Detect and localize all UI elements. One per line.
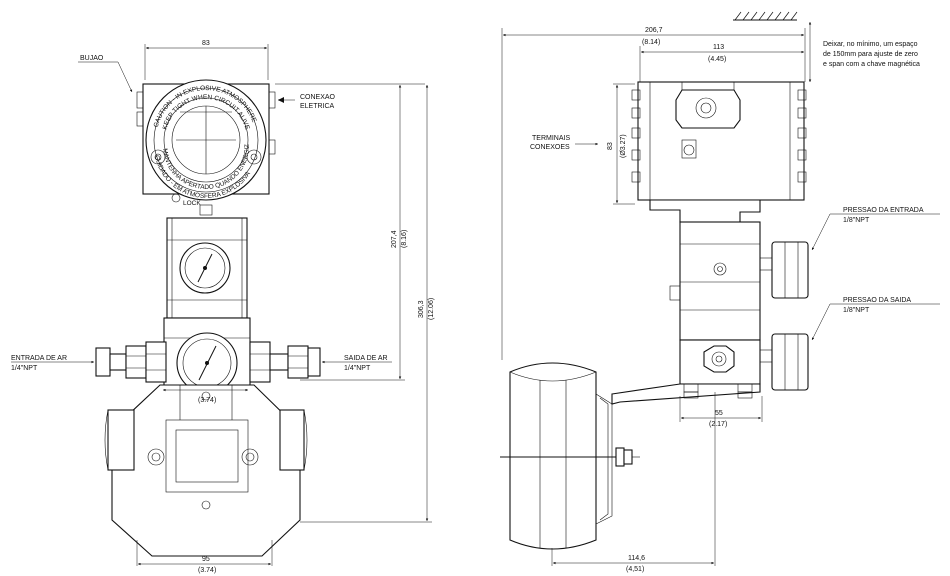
dim-top-83: 83 [144, 40, 269, 80]
dim-2067-in: (8.14) [642, 39, 660, 46]
note-line-1: Deixar, no mínimo, um espaço [823, 41, 918, 48]
pressao-saida-npt: 1/8"NPT [843, 307, 870, 314]
dim-306-mm: 306,3 [418, 300, 425, 318]
entrada-label: ENTRADA DE AR [11, 355, 67, 362]
dim-113-mm: 113 [713, 44, 724, 51]
pressao-saida-label: PRESSAO DA SAIDA [843, 297, 911, 304]
lock-label: LOCK [183, 200, 201, 207]
right-fitting [249, 341, 321, 383]
conexao-label-2: ELETRICA [300, 103, 335, 110]
dim-95-label: 95 [202, 556, 210, 563]
dim-1146-in: (4,51) [626, 566, 644, 573]
dim-83-in: (Ø3.27) [620, 134, 627, 158]
front-view: 83 CAUTION - IN EXPLOSIVE ATMOSPHERE KEE… [0, 0, 435, 574]
side-view: Deixar, no mínimo, um espaço de 150mm pa… [500, 11, 940, 573]
terminais-label-1: TERMINAIS [532, 135, 570, 142]
pressao-entrada-npt: 1/8"NPT [843, 217, 870, 224]
dim-83-mm: 83 [607, 142, 614, 150]
saida-label: SAIDA DE AR [344, 355, 388, 362]
bujao-label: BUJAO [80, 55, 104, 62]
left-fitting [95, 341, 167, 383]
dim-207-mm: 207,4 [391, 230, 398, 248]
note-line-3: e span com a chave magnética [823, 61, 920, 68]
dim-55-mm: 55 [715, 410, 723, 417]
pressao-entrada-label: PRESSAO DA ENTRADA [843, 207, 924, 214]
dim-83-label: 83 [202, 40, 210, 47]
dim-55-in: (2.17) [709, 421, 727, 428]
wall-hatch [733, 11, 812, 82]
dim-95-in-label: (3.74) [198, 567, 216, 574]
dim-306-in: (12.06) [428, 298, 435, 320]
dim-1146-mm: 114,6 [628, 555, 645, 562]
conexao-label-1: CONEXAO [300, 94, 336, 101]
pressure-knob-bottom [771, 333, 809, 391]
column-side [679, 221, 761, 341]
dim-2067-mm: 206,7 [645, 27, 663, 34]
dim-207-in: (8.16) [401, 230, 408, 248]
dim-374-label: (3.74) [198, 397, 216, 404]
pipe-mount [111, 384, 301, 557]
terminais-label-2: CONEXOES [530, 144, 570, 151]
pressure-knob-top [771, 241, 809, 299]
note-line-2: de 150mm para ajuste de zero [823, 51, 918, 58]
saida-npt: 1/4"NPT [344, 365, 371, 372]
entrada-npt: 1/4"NPT [11, 365, 38, 372]
mounting-pipe [509, 362, 597, 550]
dim-113-in: (4.45) [708, 56, 726, 63]
